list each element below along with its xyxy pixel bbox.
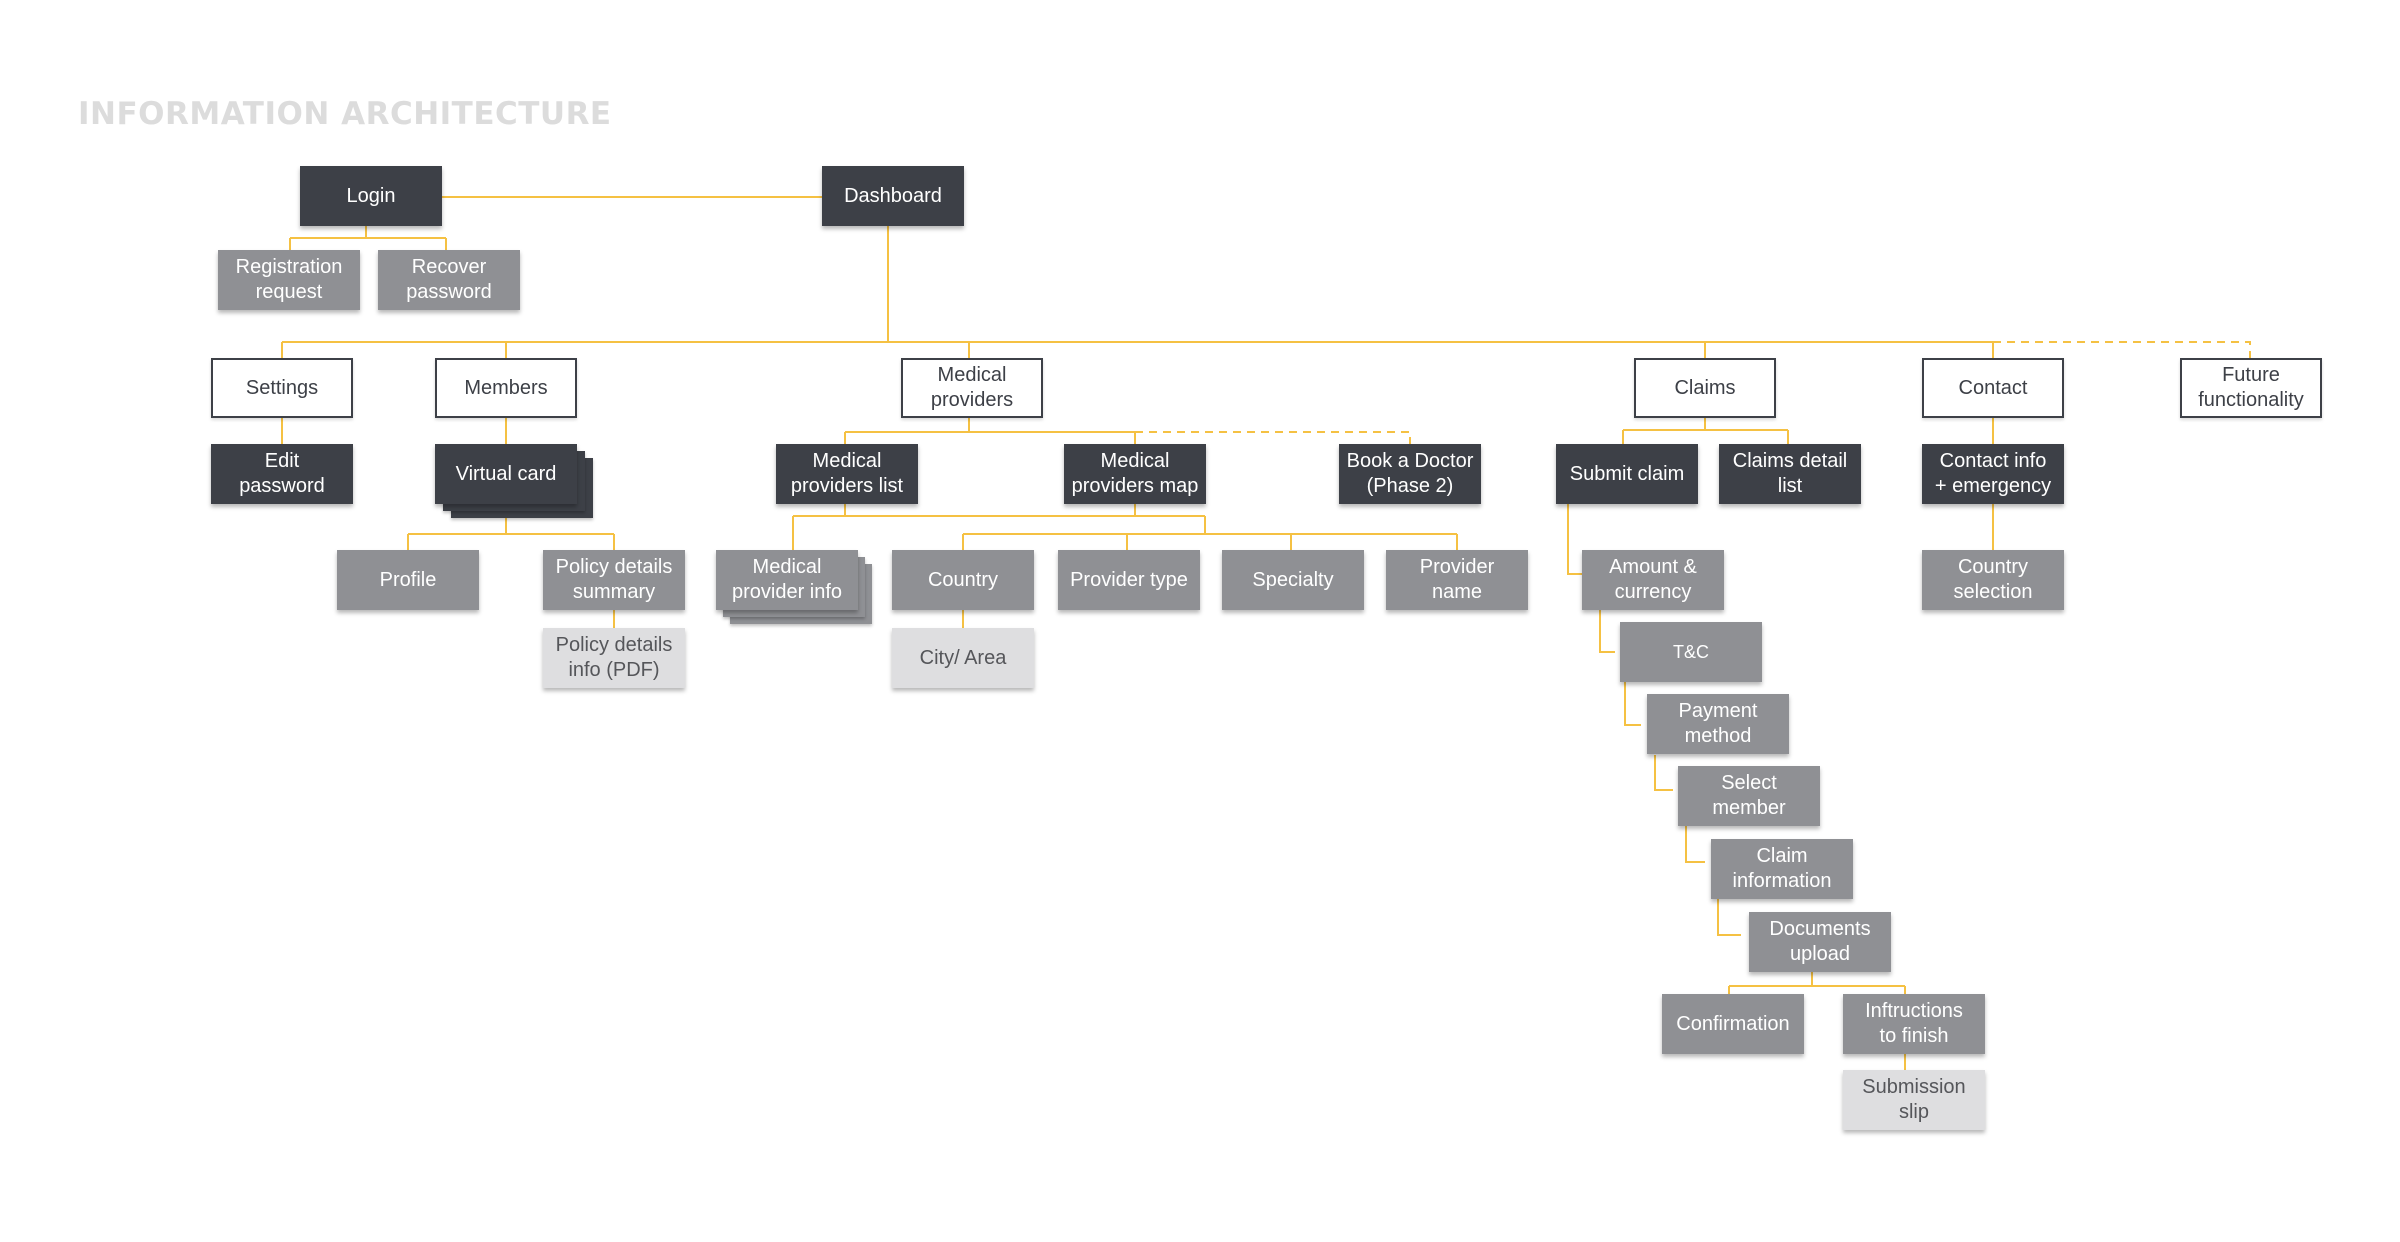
connector xyxy=(844,418,1136,444)
node-policy-details-info-pdf: Policy details info (PDF) xyxy=(543,628,685,688)
node-confirmation: Confirmation xyxy=(1662,994,1804,1054)
node-amount-currency: Amount & currency xyxy=(1582,550,1724,610)
connector xyxy=(792,504,1206,550)
connector xyxy=(962,533,1458,550)
connector xyxy=(1567,504,1582,575)
node-payment-method: Payment method xyxy=(1647,694,1789,754)
connector xyxy=(407,504,615,550)
node-tc: T&C xyxy=(1620,622,1762,682)
node-settings: Settings xyxy=(211,358,353,418)
node-future-functionality: Future functionality xyxy=(2180,358,2322,418)
node-provider-name: Provider name xyxy=(1386,550,1528,610)
node-policy-details-summary: Policy details summary xyxy=(543,550,685,610)
node-medical-provider-info: Medical provider info xyxy=(716,550,858,610)
node-country-selection: Country selection xyxy=(1922,550,2064,610)
connector xyxy=(1624,681,1641,726)
connector xyxy=(1728,972,1906,994)
node-submission-slip: Submission slip xyxy=(1843,1070,1985,1130)
node-contact: Contact xyxy=(1922,358,2064,418)
node-members: Members xyxy=(435,358,577,418)
connector xyxy=(1717,899,1741,936)
node-dashboard: Dashboard xyxy=(822,166,964,226)
node-claims-detail-list: Claims detail list xyxy=(1719,444,1861,504)
node-login: Login xyxy=(300,166,442,226)
connector-dashed xyxy=(1993,341,2251,358)
node-recover-password: Recover password xyxy=(378,250,520,310)
node-medical-providers-map: Medical providers map xyxy=(1064,444,1206,504)
page-title: INFORMATION ARCHITECTURE xyxy=(78,96,612,132)
node-provider-type: Provider type xyxy=(1058,550,1200,610)
connector xyxy=(1599,610,1615,653)
node-profile: Profile xyxy=(337,550,479,610)
node-country: Country xyxy=(892,550,1034,610)
node-edit-password: Edit password xyxy=(211,444,353,504)
node-submit-claim: Submit claim xyxy=(1556,444,1698,504)
node-registration-request: Registration request xyxy=(218,250,360,310)
node-instructions-to-finish: Inftructions to finish xyxy=(1843,994,1985,1054)
connector xyxy=(1622,418,1789,444)
node-claim-information: Claim information xyxy=(1711,839,1853,899)
connector xyxy=(1685,826,1705,863)
node-virtual-card: Virtual card xyxy=(435,444,577,504)
node-select-member: Select member xyxy=(1678,766,1820,826)
node-medical-providers: Medical providers xyxy=(901,358,1043,418)
connector-dashed xyxy=(1135,431,1411,444)
node-claims: Claims xyxy=(1634,358,1776,418)
node-contact-info-emergency: Contact info + emergency xyxy=(1922,444,2064,504)
node-medical-providers-list: Medical providers list xyxy=(776,444,918,504)
connector xyxy=(1654,755,1673,791)
node-documents-upload: Documents upload xyxy=(1749,912,1891,972)
node-city-area: City/ Area xyxy=(892,628,1034,688)
node-book-a-doctor: Book a Doctor (Phase 2) xyxy=(1339,444,1481,504)
node-specialty: Specialty xyxy=(1222,550,1364,610)
connector xyxy=(289,226,447,250)
connector xyxy=(281,342,1994,358)
